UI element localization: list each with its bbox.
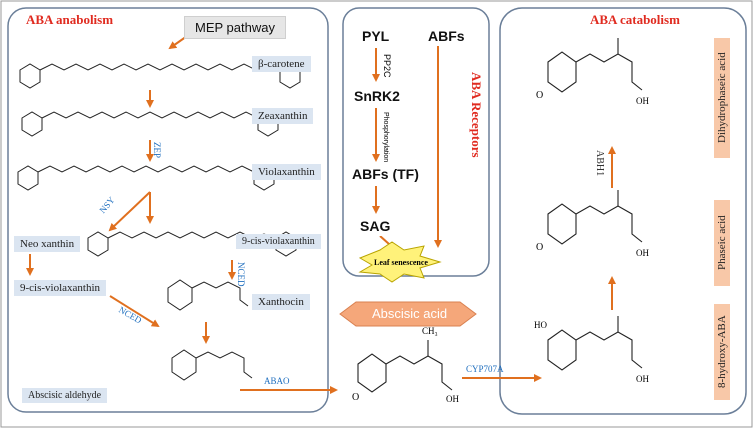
hydroxy-aba-tag: 8-hydroxy-ABA	[714, 304, 730, 400]
sag-label: SAG	[354, 216, 397, 236]
enzyme-zep-label: ZEP	[152, 142, 162, 159]
arrow-violaxanthin-to-neoxanthin	[108, 191, 151, 232]
phaseic-acid-tag: Phaseic acid	[714, 200, 730, 286]
catabolism-title: ABA catabolism	[590, 12, 680, 27]
aba-methyl: CH₃	[422, 326, 438, 336]
snrk2-label: SnRK2	[348, 86, 406, 106]
dihydrophaseic-o: O	[536, 90, 544, 101]
abscisic-acid-label: Abscisic acid	[372, 306, 448, 321]
leaf-senescence-star	[358, 241, 442, 283]
pp2c-label: PP2C	[382, 54, 392, 78]
hydroxy-aba-structure	[547, 316, 643, 371]
arrow-9cis-to-xanthocin-left	[109, 295, 160, 328]
dihydrophaseic-acid-structure	[547, 38, 643, 93]
abscisic-aldehyde-structure	[171, 349, 253, 381]
anabolism-panel	[7, 7, 329, 413]
xanthocin-label: Xanthocin	[252, 294, 310, 310]
hydroxy-aba-ho: HO	[534, 320, 547, 330]
zeaxanthin-label: Zeaxanthin	[252, 108, 314, 124]
leaf-senescence-label: Leaf senescence	[374, 258, 428, 267]
phaseic-acid-oh: OH	[636, 248, 649, 258]
pathway-arrows	[26, 33, 616, 394]
anabolism-title: ABA anabolism	[26, 12, 114, 27]
enzyme-cyp707a-label: CYP707A	[466, 364, 504, 374]
mep-pathway-label: MEP pathway	[184, 16, 286, 39]
violaxanthin-label: Violaxanthin	[252, 164, 321, 180]
abscisic-acid-structure	[357, 340, 453, 393]
receptors-title: ABA Receptors	[469, 72, 484, 158]
catabolism-panel	[499, 7, 747, 415]
abscisic-aldehyde-label: Abscisic aldehyde	[22, 388, 108, 403]
neo-xanthin-label: Neo xanthin	[14, 236, 81, 252]
phosphorylation-label: Phosphorylation	[382, 112, 389, 163]
aba-acid-oh: OH	[446, 394, 459, 404]
catabolism-structures	[547, 38, 643, 371]
enzyme-abh1-label: ABH1	[594, 150, 605, 177]
xanthocin-structure	[167, 279, 249, 311]
nine-cis-violaxanthin-left-label: 9-cis-violaxanthin	[14, 280, 107, 296]
beta-carotene-label: β-carotene	[252, 56, 311, 72]
phaseic-ketone-o: O	[536, 242, 544, 253]
phaseic-acid-structure	[547, 190, 643, 245]
zeaxanthin-structure	[21, 111, 279, 137]
enzyme-abao-label: ABAO	[264, 376, 290, 386]
abscisic-acid-banner	[339, 301, 477, 327]
violaxanthin-structure	[17, 165, 275, 191]
enzyme-nced-right-label: NCED	[236, 262, 246, 287]
abfs-tf-label: ABFs (TF)	[346, 164, 425, 184]
aba-ketone-o: O	[352, 392, 360, 403]
dihydrophaseic-acid-oh: OH	[636, 96, 649, 106]
hydroxy-aba-oh: OH	[636, 374, 649, 384]
pyl-label: PYL	[356, 26, 396, 46]
abfs-label: ABFs	[422, 26, 471, 46]
carotenoid-structures	[17, 63, 301, 381]
dihydrophaseic-acid-tag: Dihydrophaseic acid	[714, 38, 730, 158]
nine-cis-violaxanthin-right-label: 9-cis-violaxanthin	[236, 234, 321, 249]
